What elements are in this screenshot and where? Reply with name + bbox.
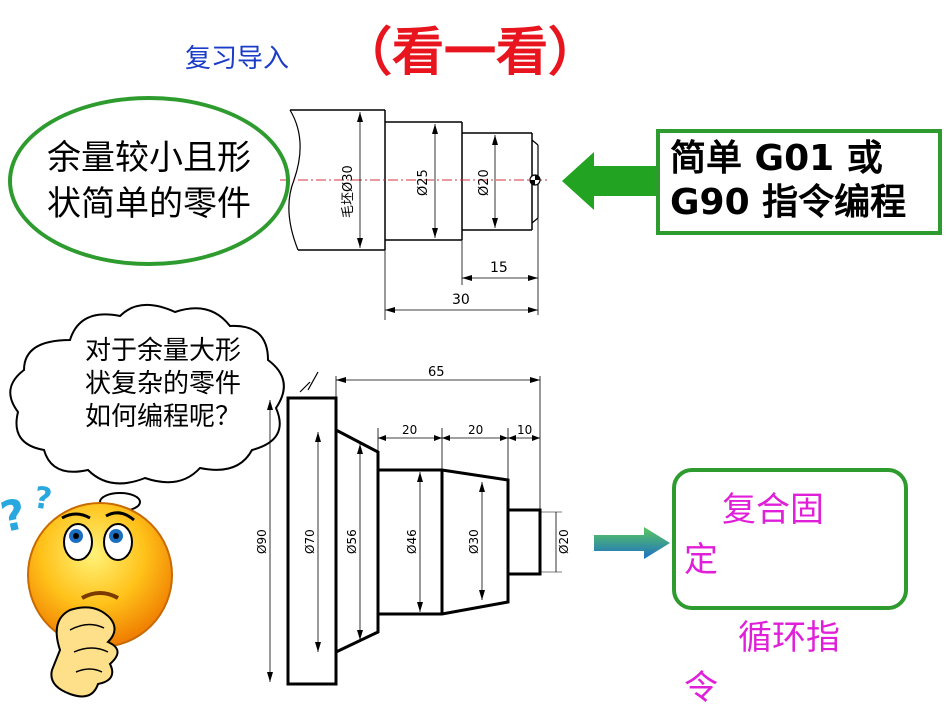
diameter-70-label: Ø70 (303, 529, 317, 554)
cloud-line-1: 对于余量大形 (84, 336, 241, 366)
oval-line-2: 状简单的零件 (47, 184, 251, 224)
blank-diameter-label: 毛坯Ø30 (341, 165, 356, 218)
simple-part-oval: 余量较小且形 状简单的零件 (8, 96, 290, 266)
diameter-90-label: Ø90 (255, 529, 269, 554)
diameter-46-label: Ø46 (405, 529, 419, 554)
complex-part-drawing: 65 20 20 10 Ø90 Ø70 Ø56 Ø46 Ø30 Ø20 (255, 365, 571, 686)
length-15-label: 15 (490, 260, 508, 276)
thinking-face-icon: ? ? (0, 480, 173, 698)
simple-instruction-box: 简单 G01 或 G90 指令编程 (656, 129, 942, 235)
page-title: （看一看） (340, 22, 601, 83)
length-10-label: 10 (517, 423, 532, 437)
arrow-right-icon (594, 527, 670, 559)
length-65-label: 65 (428, 365, 445, 380)
svg-text:?: ? (32, 480, 54, 517)
answer-line-2: 定 (684, 540, 718, 580)
svg-text:?: ? (0, 489, 30, 542)
instruction-line-1: 简单 G01 或 (670, 138, 883, 179)
diameter-30-label: Ø30 (467, 529, 481, 554)
answer-line-4: 令 (684, 668, 718, 708)
cloud-question: 对于余量大形 状复杂的零件 如何编程呢？ (58, 335, 268, 434)
oval-line-1: 余量较小且形 (47, 138, 251, 178)
diameter-20-bottom-label: Ø20 (557, 529, 571, 554)
section-subtitle: 复习导入 (185, 44, 290, 74)
length-30-label: 30 (452, 292, 470, 308)
arrow-left-icon (562, 152, 656, 210)
diameter-20-label: Ø20 (477, 169, 492, 196)
cloud-line-2: 状复杂的零件 (84, 369, 241, 399)
answer-line-3: 循环指 (738, 618, 840, 658)
length-20b-label: 20 (468, 423, 483, 437)
length-20a-label: 20 (402, 423, 417, 437)
simple-part-drawing: 毛坯Ø30 Ø25 Ø20 15 30 (280, 109, 548, 320)
diameter-56-label: Ø56 (345, 529, 359, 554)
instruction-line-2: G90 指令编程 (670, 182, 907, 223)
answer-box (672, 468, 908, 610)
answer-line-1: 复合固 (722, 490, 824, 530)
diameter-25-label: Ø25 (416, 169, 431, 196)
cloud-line-3: 如何编程呢？ (84, 402, 241, 432)
